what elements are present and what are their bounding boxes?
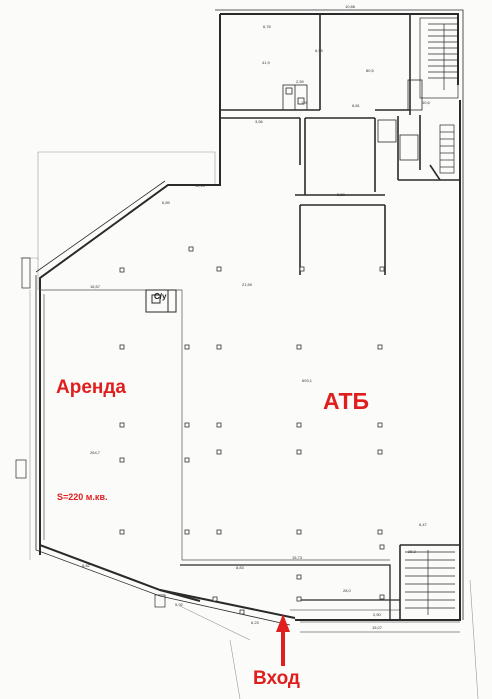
wc-label: С/у	[154, 292, 167, 301]
dim-label: 6,47	[419, 522, 427, 527]
room-area: 693,1	[302, 378, 313, 383]
interior-walls	[220, 14, 460, 275]
dim-label: 6,81	[352, 103, 360, 108]
dim-label: 3,56	[255, 119, 263, 124]
wc-box	[145, 289, 177, 313]
exterior-walls-outer	[35, 9, 464, 626]
room-area: 41,9	[262, 60, 270, 65]
dim-label: 15,07	[372, 625, 383, 630]
rent-outline	[40, 289, 390, 561]
dim-label: 8,83	[236, 565, 244, 570]
dim-label: 16,57	[90, 284, 101, 289]
entrance-label: Вход	[253, 668, 300, 689]
dim-label: 11,16	[195, 183, 205, 188]
dim-label: 6,95	[315, 48, 323, 53]
dim-label: 21,59	[242, 282, 253, 287]
exterior-walls	[39, 13, 461, 621]
dim-label: 10,86	[345, 4, 356, 9]
columns	[119, 246, 385, 615]
dim-label: 2,50	[373, 612, 381, 617]
entrance-arrow	[276, 614, 290, 666]
dim-label: 2,59	[296, 79, 304, 84]
dim-label: 6,76	[263, 24, 271, 29]
area-label: S=220 м.кв.	[57, 492, 108, 502]
room-area: 28,0	[343, 588, 351, 593]
dim-label: 15,73	[292, 555, 303, 560]
small-rooms	[282, 79, 423, 161]
dim-label: 8,82	[82, 563, 90, 568]
atb-label: АТБ	[323, 388, 370, 414]
dim-label: 5,58	[337, 192, 345, 197]
room-area: 80,5	[366, 68, 374, 73]
room-area: 10,6	[422, 100, 430, 105]
room-area: 264,7	[90, 450, 101, 455]
left-details	[15, 257, 166, 608]
bottom-zone	[180, 564, 460, 633]
room-area: 1,9	[301, 100, 307, 105]
stairs-top	[419, 17, 459, 174]
stairs-bottom	[399, 544, 461, 621]
dim-label: 5,92	[175, 602, 183, 607]
site-outline	[20, 151, 479, 699]
rent-label: Аренда	[56, 377, 126, 398]
dim-label: 6,23	[251, 620, 259, 625]
room-area: 25,3	[408, 549, 416, 554]
dim-label: 6,89	[162, 200, 170, 205]
